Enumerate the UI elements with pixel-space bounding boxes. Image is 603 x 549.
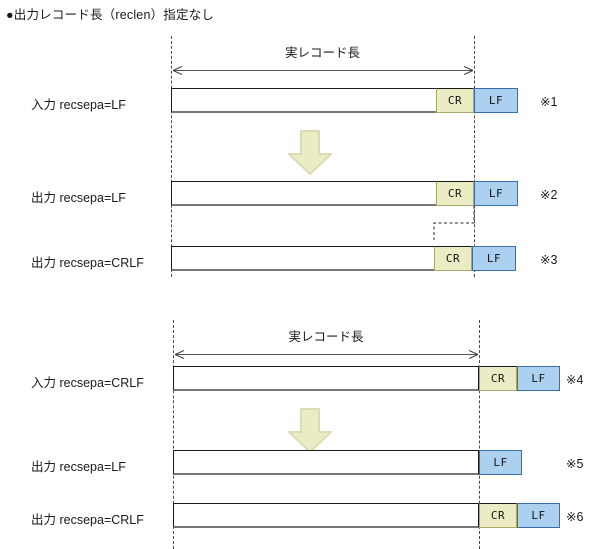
- cr-cell-s2r1: CR: [479, 366, 517, 391]
- record-bar-s1r3: [171, 246, 435, 271]
- section1-transform-down-arrow: [288, 130, 332, 180]
- section2-transform-down-arrow: [288, 408, 332, 458]
- lf-cell-s1r3: LF: [472, 246, 516, 271]
- row-label-s1r2: 出力 recsepa=LF: [31, 191, 126, 205]
- note-s1r2: ※2: [540, 188, 558, 202]
- arrow-head-left-icon: [173, 66, 182, 75]
- section1-guide-left: [171, 36, 172, 277]
- cr-cell-s1r3: CR: [434, 246, 472, 271]
- record-bar-s2r3: [173, 503, 479, 528]
- note-s1r1: ※1: [540, 95, 558, 109]
- section2-guide-right: [479, 320, 480, 549]
- row-label-s2r3: 出力 recsepa=CRLF: [31, 513, 144, 527]
- record-bar-s1r2: [171, 181, 437, 206]
- note-s2r1: ※4: [566, 373, 584, 387]
- record-bar-s1r1: [171, 88, 437, 113]
- lf-cell-s1r2: LF: [474, 181, 518, 206]
- section1-guide-right: [474, 36, 475, 277]
- cr-cell-s2r3: CR: [479, 503, 517, 528]
- section2-dimension-caption: 実レコード長: [288, 330, 364, 344]
- section1-step-connector: [430, 206, 480, 245]
- cr-cell-s1r2: CR: [436, 181, 474, 206]
- arrow-head-left-icon: [175, 350, 184, 359]
- row-label-s1r3: 出力 recsepa=CRLF: [31, 256, 144, 270]
- section1-dimension-arrow: [173, 66, 473, 75]
- page-title: ●出力レコード長（reclen）指定なし: [6, 8, 215, 22]
- lf-cell-s1r1: LF: [474, 88, 518, 113]
- lf-cell-s2r3: LF: [517, 503, 560, 528]
- section2-guide-left: [173, 320, 174, 549]
- record-bar-s2r2: [173, 450, 479, 475]
- row-label-s2r1: 入力 recsepa=CRLF: [31, 376, 144, 390]
- record-bar-s2r1: [173, 366, 479, 391]
- section1-dimension-caption: 実レコード長: [284, 46, 360, 60]
- row-label-s1r1: 入力 recsepa=LF: [31, 98, 126, 112]
- arrow-head-right-icon: [469, 350, 478, 359]
- lf-cell-s2r1: LF: [517, 366, 560, 391]
- section2-dimension-arrow: [175, 350, 478, 359]
- note-s2r2: ※5: [566, 457, 584, 471]
- note-s1r3: ※3: [540, 253, 558, 267]
- arrow-head-right-icon: [464, 66, 473, 75]
- row-label-s2r2: 出力 recsepa=LF: [31, 460, 126, 474]
- lf-cell-s2r2: LF: [479, 450, 522, 475]
- note-s2r3: ※6: [566, 510, 584, 524]
- cr-cell-s1r1: CR: [436, 88, 474, 113]
